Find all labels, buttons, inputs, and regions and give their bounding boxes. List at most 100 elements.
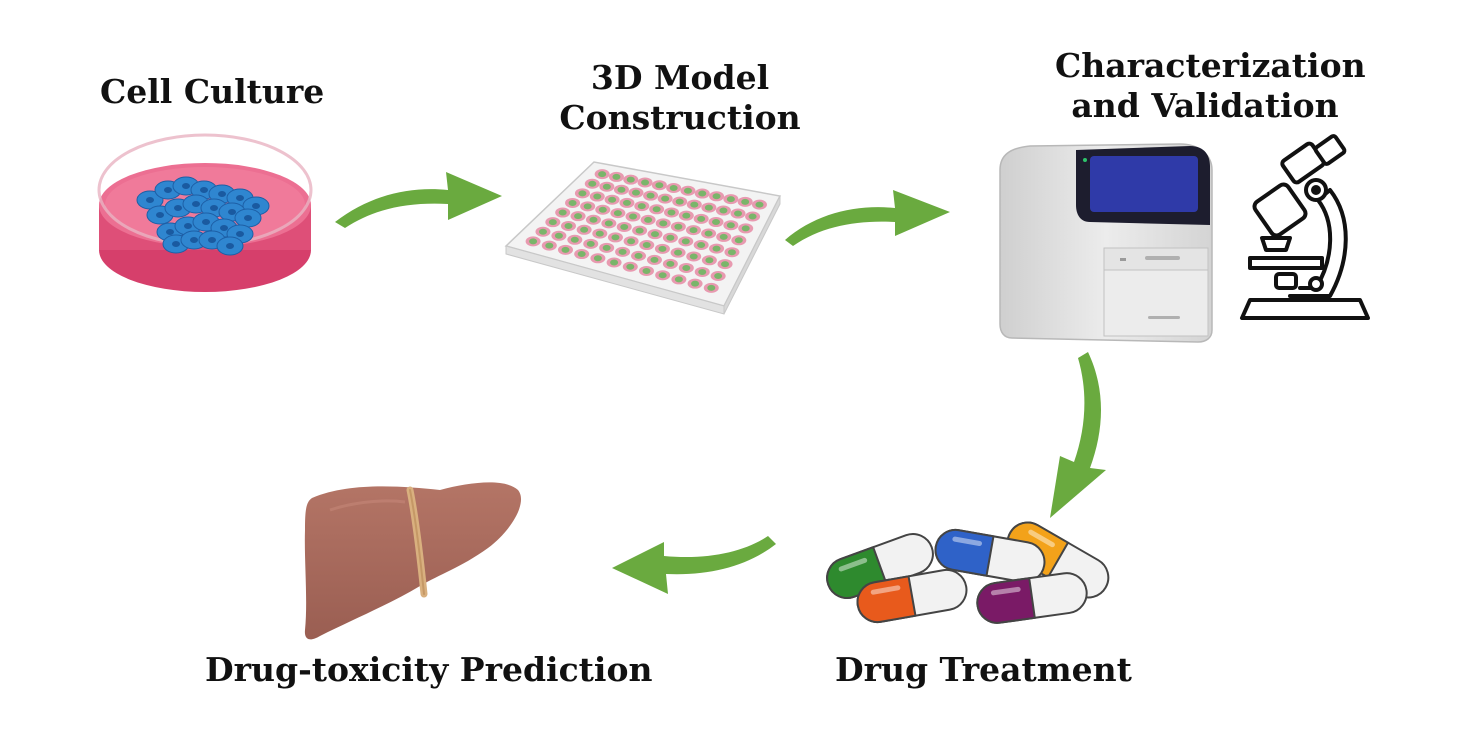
spheroid xyxy=(690,201,699,208)
spheroid xyxy=(681,238,690,245)
spheroid xyxy=(682,212,691,219)
spheroid xyxy=(697,215,706,222)
cell-nucleus xyxy=(228,209,236,215)
spheroid xyxy=(632,189,641,196)
spheroid xyxy=(586,240,595,247)
spheroid xyxy=(698,190,707,197)
spheroid xyxy=(726,196,735,203)
spheroid xyxy=(655,182,664,189)
spheroid xyxy=(712,193,721,200)
well-grid xyxy=(525,169,767,293)
spheroid xyxy=(704,204,713,211)
spheroid xyxy=(674,223,683,230)
label-cell-culture: Cell Culture xyxy=(100,72,325,112)
spheroid xyxy=(561,246,570,253)
spheroid xyxy=(705,257,714,264)
cell-nucleus xyxy=(252,203,260,209)
liver-icon xyxy=(304,482,522,640)
cell-nucleus xyxy=(220,225,228,231)
label-characterization: Characterization and Validation xyxy=(1055,46,1366,125)
spheroid xyxy=(675,198,684,205)
spheroid xyxy=(658,245,667,252)
spheroid xyxy=(598,171,607,178)
spheroid xyxy=(734,210,743,217)
spheroid xyxy=(726,222,735,229)
spheroid xyxy=(666,260,675,267)
cell-nucleus xyxy=(210,205,218,211)
spheroid xyxy=(669,184,678,191)
label-line: Drug Treatment xyxy=(835,650,1132,689)
spheroid xyxy=(644,216,653,223)
spheroid xyxy=(529,238,538,245)
microscope-icon xyxy=(1240,134,1370,320)
arrow-culture-to-model xyxy=(335,172,502,228)
spheroid xyxy=(620,223,629,230)
spheroid xyxy=(589,216,598,223)
label-line: Construction xyxy=(559,97,801,137)
spheroid xyxy=(651,231,660,238)
spheroid xyxy=(727,249,736,256)
arrow-characterization-to-treatment xyxy=(1050,352,1106,518)
spheroid xyxy=(602,244,611,251)
spheroid xyxy=(689,253,698,260)
spheroid xyxy=(538,228,547,235)
spheroid xyxy=(698,268,707,275)
spheroid xyxy=(602,183,611,190)
spheroid xyxy=(635,227,644,234)
cell-nucleus xyxy=(236,231,244,237)
spheroid xyxy=(610,259,619,266)
spheroid xyxy=(564,222,573,229)
spheroid xyxy=(642,242,651,249)
spheroid xyxy=(608,196,617,203)
spheroid xyxy=(617,186,626,193)
spheroid xyxy=(661,195,670,202)
arrow-treatment-to-prediction xyxy=(612,536,776,594)
spheroid xyxy=(682,264,691,271)
spheroid xyxy=(618,248,627,255)
cell-nucleus xyxy=(202,219,210,225)
spheroid xyxy=(574,213,583,220)
spheroid xyxy=(634,252,643,259)
spheroid xyxy=(570,236,579,243)
spheroid xyxy=(622,199,631,206)
capsule xyxy=(976,572,1088,624)
spheroid xyxy=(674,276,683,283)
cell-nucleus xyxy=(218,191,226,197)
cell-nucleus xyxy=(166,229,174,235)
capsule xyxy=(934,528,1046,584)
spheroid xyxy=(691,280,700,287)
label-line: Cell Culture xyxy=(100,72,325,111)
spheroid xyxy=(629,213,638,220)
spheroid xyxy=(689,227,698,234)
spheroid xyxy=(583,203,592,210)
cell-nucleus xyxy=(184,223,192,229)
spheroid xyxy=(741,225,750,232)
spheroid xyxy=(545,242,554,249)
label-line: Drug-toxicity Prediction xyxy=(205,650,653,689)
spheroid xyxy=(626,176,635,183)
spheroid xyxy=(658,272,667,279)
cell-nucleus xyxy=(190,237,198,243)
label-model-construction: 3D Model Construction xyxy=(555,58,805,137)
label-drug-treatment: Drug Treatment xyxy=(835,650,1132,690)
spheroid xyxy=(755,201,764,208)
cell-nucleus xyxy=(146,197,154,203)
spheroid xyxy=(714,272,723,279)
spheroid xyxy=(674,249,683,256)
spheroid xyxy=(697,241,706,248)
spheroid xyxy=(748,213,757,220)
spheroid xyxy=(646,192,655,199)
cell-nucleus xyxy=(226,243,234,249)
spheroid xyxy=(548,219,557,226)
spheroid xyxy=(612,173,621,180)
spheroid xyxy=(659,220,668,227)
cell-nucleus xyxy=(174,205,182,211)
spheroid xyxy=(595,230,604,237)
spheroid xyxy=(707,284,716,291)
well-plate-icon xyxy=(504,161,782,315)
spheroid xyxy=(627,238,636,245)
spheroid xyxy=(558,209,567,216)
spheroid xyxy=(568,199,577,206)
cell-nucleus xyxy=(236,195,244,201)
